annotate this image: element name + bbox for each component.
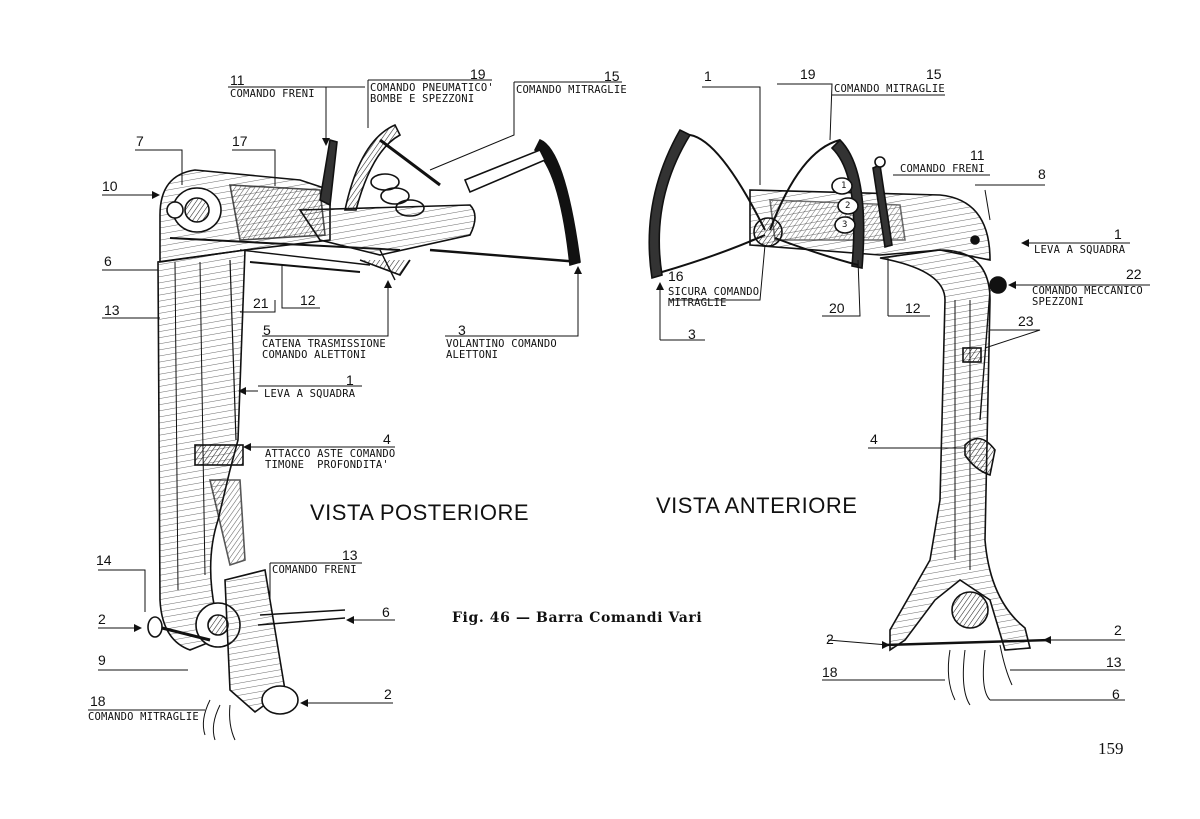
right-callout-16-number: 16 xyxy=(668,268,684,284)
posterior-leader-lines xyxy=(88,79,622,711)
anterior-leader-lines xyxy=(659,83,1150,701)
right-callout-20-number: 20 xyxy=(829,300,845,316)
callout-15-number: 15 xyxy=(604,68,620,84)
right-callout-23-number: 23 xyxy=(1018,313,1034,329)
right-callout-2-number: 2 xyxy=(826,631,834,647)
callout-3-number: 3 xyxy=(458,322,466,338)
figure-caption: Fig. 46 — Barra Comandi Vari xyxy=(452,610,703,626)
callout-18-number: 18 xyxy=(90,693,106,709)
callout-9-number: 9 xyxy=(98,652,106,668)
right-callout-13-number: 13 xyxy=(1106,654,1122,670)
page-number: 159 xyxy=(1098,739,1124,758)
right-callout-6-number: 6 xyxy=(1112,686,1120,702)
callout-10-number: 10 xyxy=(102,178,118,194)
callout-5-label: CATENA TRASMISSIONE COMANDO ALETTONI xyxy=(262,338,386,361)
callout-17-number: 17 xyxy=(232,133,248,149)
callout-19-number: 19 xyxy=(470,66,486,82)
right-callout-15-number: 15 xyxy=(926,66,942,82)
callout-12-number: 12 xyxy=(300,292,316,308)
callout-13-number: 13 xyxy=(104,302,120,318)
callout-18-label: COMANDO MITRAGLIE xyxy=(88,711,199,723)
callout-14-number: 14 xyxy=(96,552,112,568)
right-callout-4-number: 4 xyxy=(870,431,878,447)
callout-6b-number: 6 xyxy=(382,604,390,620)
right-callout-3-number: 3 xyxy=(688,326,696,342)
callout-4-number: 4 xyxy=(383,431,391,447)
callout-4-label: ATTACCO ASTE COMANDO TIMONE PROFONDITA' xyxy=(265,448,396,471)
posterior-view-drawing xyxy=(147,123,581,741)
callout-11-number: 11 xyxy=(230,72,245,88)
right-callout-22-number: 22 xyxy=(1126,266,1142,282)
grip-mark-1: 1 xyxy=(841,181,847,191)
right-callout-22-label: COMANDO MECCANICO SPEZZONI xyxy=(1032,285,1143,308)
right-callout-15-label: COMANDO MITRAGLIE xyxy=(834,83,945,95)
callout-7-number: 7 xyxy=(136,133,144,149)
callout-13b-label: COMANDO FRENI xyxy=(272,564,357,576)
right-callout-2b-number: 2 xyxy=(1114,622,1122,638)
right-callout-1b-number: 1 xyxy=(1114,226,1122,242)
callout-21-number: 21 xyxy=(253,295,269,311)
callout-11-label: COMANDO FRENI xyxy=(230,88,315,100)
anterior-view-drawing xyxy=(648,128,1051,706)
callout-5-number: 5 xyxy=(263,322,271,338)
right-callout-11-number: 11 xyxy=(970,147,985,163)
right-callout-1-number: 1 xyxy=(704,68,712,84)
right-callout-12-number: 12 xyxy=(905,300,921,316)
callout-13b-number: 13 xyxy=(342,547,358,563)
right-callout-11-label: COMANDO FRENI xyxy=(900,163,985,175)
callout-15-label: COMANDO MITRAGLIE xyxy=(516,84,627,96)
view-title-posterior: VISTA POSTERIORE xyxy=(310,500,530,525)
right-callout-1b-label: LEVA A SQUADRA xyxy=(1034,244,1126,256)
right-callout-18-number: 18 xyxy=(822,664,838,680)
view-title-anterior: VISTA ANTERIORE xyxy=(656,493,858,518)
callout-6-number: 6 xyxy=(104,253,112,269)
callout-2-number: 2 xyxy=(98,611,106,627)
callout-1-number: 1 xyxy=(346,372,354,388)
arrowheads xyxy=(134,138,1051,707)
callout-3-label: VOLANTINO COMANDO ALETTONI xyxy=(446,338,557,361)
right-callout-19-number: 19 xyxy=(800,66,816,82)
grip-mark-3: 3 xyxy=(842,220,848,230)
right-callout-16-label: SICURA COMANDO MITRAGLIE xyxy=(668,286,760,309)
grip-mark-2: 2 xyxy=(845,201,851,211)
right-callout-8-number: 8 xyxy=(1038,166,1046,182)
callout-2b-number: 2 xyxy=(384,686,392,702)
callout-1-label: LEVA A SQUADRA xyxy=(264,388,356,400)
callout-19-label: COMANDO PNEUMATICO' BOMBE E SPEZZONI xyxy=(370,82,494,105)
